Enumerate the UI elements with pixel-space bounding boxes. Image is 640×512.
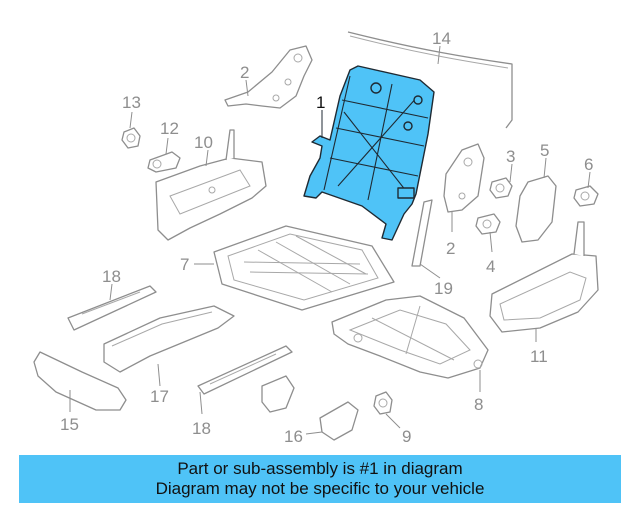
callout-9: 9 (402, 427, 411, 446)
info-banner: Part or sub-assembly is #1 in diagram Di… (19, 455, 621, 503)
part-11-side-shield (489, 221, 599, 333)
part-18-rail-lower (197, 345, 293, 395)
part-13-bolt (121, 127, 141, 149)
banner-line-2: Diagram may not be specific to your vehi… (155, 479, 485, 498)
callout-19: 19 (434, 279, 453, 298)
callout-15: 15 (60, 415, 79, 434)
callout-10: 10 (194, 133, 213, 152)
callout-6: 6 (584, 155, 593, 174)
part-2-hinge-upper (224, 45, 313, 109)
callout-11: 11 (530, 347, 548, 366)
part-19-strip (411, 199, 433, 267)
callout-18-lower: 18 (192, 419, 211, 438)
callout-1[interactable]: 1 (316, 93, 325, 112)
part-4-bolt (475, 213, 501, 235)
callout-7: 7 (180, 255, 189, 274)
part-18-rail-upper (67, 285, 157, 331)
part-14-rod (347, 31, 513, 129)
part-12-bushing (147, 151, 181, 173)
part-17-wire (103, 305, 235, 373)
callout-8: 8 (474, 395, 483, 414)
part-5-cover (515, 175, 557, 243)
callout-18-upper: 18 (102, 267, 121, 286)
part-6-bolt (573, 185, 599, 207)
part-16-latch (261, 375, 359, 441)
callout-4: 4 (486, 257, 495, 276)
callout-13: 13 (122, 93, 141, 112)
part-1-seatback-frame[interactable] (303, 65, 435, 241)
callout-5: 5 (540, 141, 549, 160)
callout-16: 16 (284, 427, 303, 446)
parts-diagram: 14 2 1 13 12 10 3 5 6 2 4 7 18 19 11 17 … (33, 29, 599, 446)
callout-14: 14 (432, 29, 451, 48)
part-7-seat-frame (213, 225, 395, 311)
part-8-recliner-base (331, 295, 489, 379)
callout-2-lower: 2 (446, 239, 455, 258)
leader-lines (69, 45, 591, 435)
callout-12: 12 (160, 119, 179, 138)
banner-line-1: Part or sub-assembly is #1 in diagram (177, 459, 463, 478)
callout-17: 17 (150, 387, 169, 406)
part-15-side-cover (33, 351, 127, 411)
callout-3: 3 (506, 147, 515, 166)
callout-2-upper: 2 (240, 63, 249, 82)
part-2-hinge-lower (443, 143, 485, 213)
part-9-bolt (373, 391, 393, 415)
part-10-side-trim (155, 129, 267, 241)
part-3-bolt (489, 177, 513, 199)
